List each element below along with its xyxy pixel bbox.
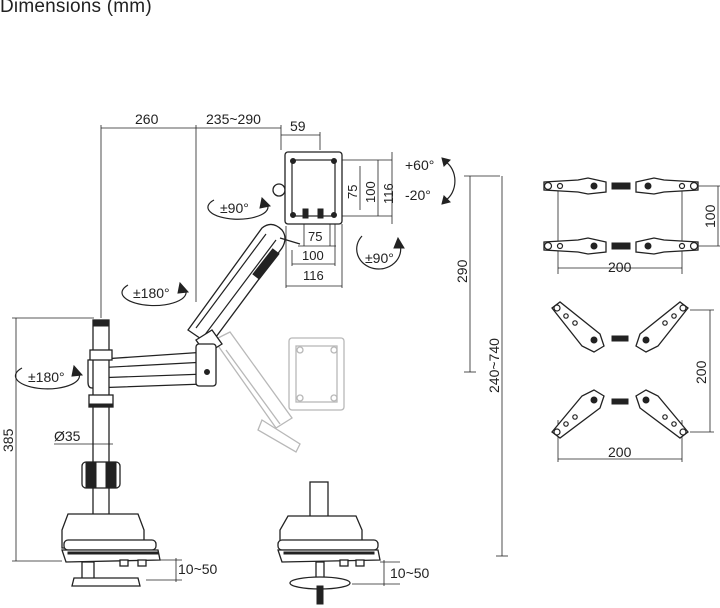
desk-clamp-left <box>61 513 161 587</box>
dim-385: 385 <box>0 428 16 452</box>
vesa-100-vertical: 100 <box>363 181 378 203</box>
vesa-adapter-200x200 <box>551 301 714 462</box>
vesa-116-vertical: 116 <box>381 183 396 204</box>
rotate-180-icon-upper <box>121 281 190 307</box>
vesa-100-horizontal: 100 <box>302 248 324 263</box>
adapter2-width: 200 <box>608 444 632 460</box>
rotate-90-icon-top <box>207 196 272 220</box>
rotate-90-top-label: ±90° <box>220 200 249 216</box>
adapter1-height: 100 <box>702 204 718 228</box>
height-385-dim <box>12 317 94 562</box>
dim-260: 260 <box>135 111 159 127</box>
diagram-title: Dimensions (mm) <box>0 0 152 17</box>
tilt-up-label: +60° <box>405 157 434 173</box>
clamp-left-range: 10~50 <box>178 561 218 577</box>
vesa-116-horizontal: 116 <box>303 268 324 283</box>
rotate-90-right-label: ±90° <box>365 250 394 266</box>
top-dimension-lines <box>100 125 321 318</box>
clamp-dims <box>146 558 400 586</box>
tilt-down-label: -20° <box>405 187 431 203</box>
clamp-grommet-range: 10~50 <box>390 565 430 581</box>
vesa-plate <box>272 151 343 225</box>
vesa-vertical-dims <box>342 152 393 224</box>
rotate-180-lower-label: ±180° <box>28 369 65 385</box>
adapter2-height: 200 <box>693 360 709 384</box>
vesa-adapter-200x100 <box>543 177 720 274</box>
rotate-90-icon-right <box>356 235 405 270</box>
vesa-75-vertical: 75 <box>345 185 360 199</box>
dim-diameter-35: Ø35 <box>54 428 81 444</box>
rotate-180-icon-lower <box>14 364 84 390</box>
vesa-75-horizontal: 75 <box>308 229 322 244</box>
upper-gas-arm <box>187 223 301 355</box>
vesa-horizontal-dims <box>285 224 343 288</box>
lowered-arm-ghost <box>213 331 345 453</box>
lower-arm-extension <box>87 343 217 389</box>
adapter1-width: 200 <box>608 259 632 275</box>
dim-240-740: 240~740 <box>486 338 502 393</box>
height-290-dim <box>464 175 500 373</box>
height-240-740-dim <box>496 176 508 557</box>
tilt-arc-icon <box>441 157 456 205</box>
pole <box>81 319 121 521</box>
desk-clamp-grommet <box>277 481 381 605</box>
rotate-180-upper-label: ±180° <box>133 285 170 301</box>
dim-235-290: 235~290 <box>206 111 261 127</box>
dim-59: 59 <box>290 118 306 134</box>
dim-290: 290 <box>454 259 470 283</box>
